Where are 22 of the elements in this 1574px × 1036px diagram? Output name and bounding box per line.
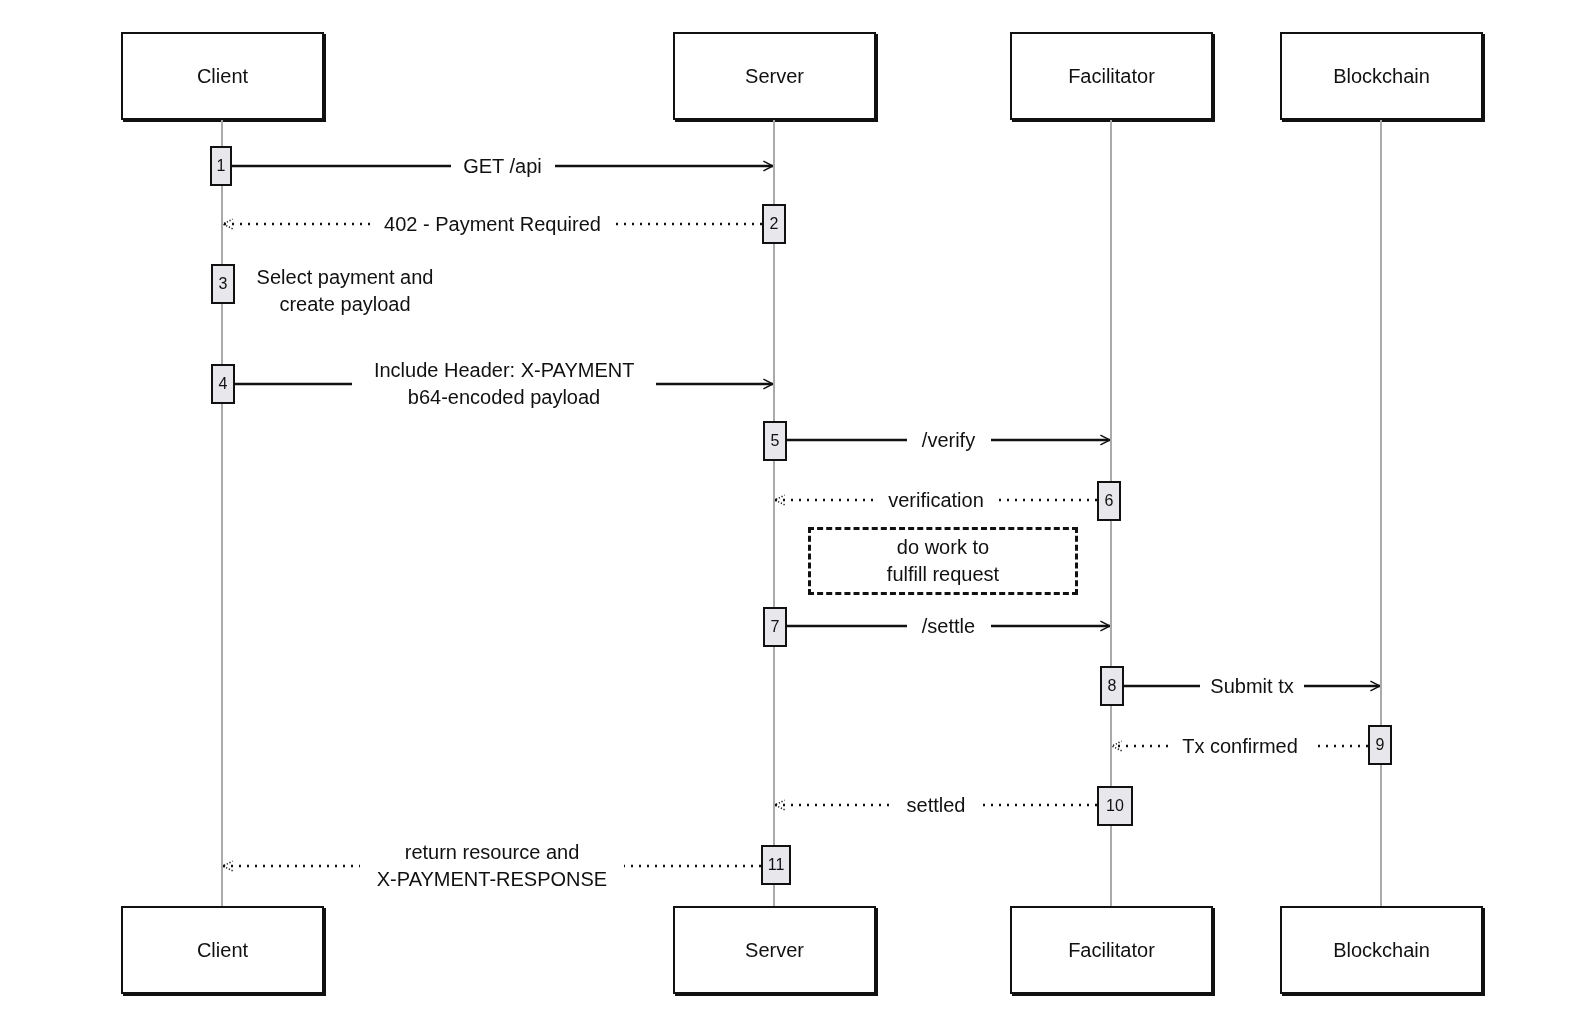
activation-box: 5 xyxy=(763,421,787,461)
activation-box: 2 xyxy=(762,204,786,244)
note-text: Select payment and create payload xyxy=(255,265,435,317)
activation-box: 4 xyxy=(211,364,235,404)
note-box: do work to fulfill request xyxy=(808,527,1078,595)
activation-box: 9 xyxy=(1368,725,1392,765)
activation-box: 7 xyxy=(763,607,787,647)
participant-box: Blockchain xyxy=(1280,906,1483,994)
activation-box: 8 xyxy=(1100,666,1124,706)
participant-box: Facilitator xyxy=(1010,32,1213,120)
activation-box: 3 xyxy=(211,264,235,304)
activation-box: 1 xyxy=(210,146,232,186)
lifeline xyxy=(1380,120,1382,906)
participant-box: Server xyxy=(673,32,876,120)
participant-box: Client xyxy=(121,32,324,120)
activation-box: 10 xyxy=(1097,786,1133,826)
participant-box: Client xyxy=(121,906,324,994)
activation-box: 6 xyxy=(1097,481,1121,521)
activation-box: 11 xyxy=(761,845,791,885)
participant-box: Blockchain xyxy=(1280,32,1483,120)
participant-box: Server xyxy=(673,906,876,994)
participant-box: Facilitator xyxy=(1010,906,1213,994)
